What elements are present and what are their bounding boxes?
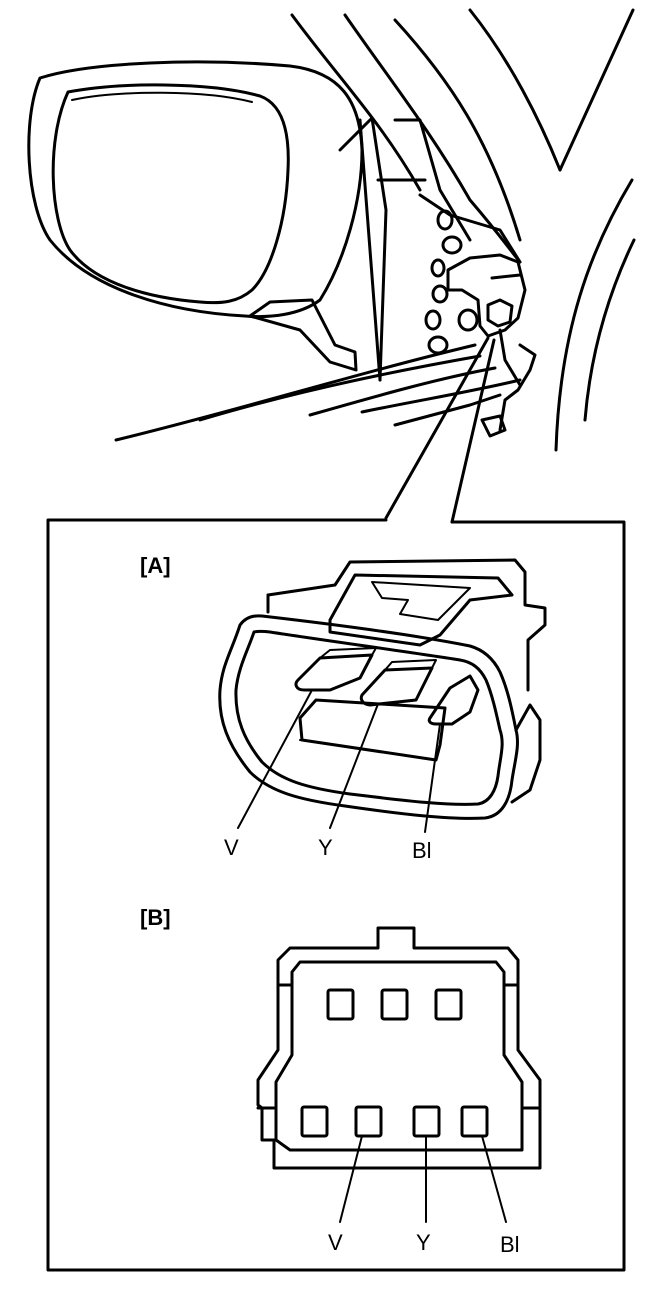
detail-leader-right xyxy=(450,338,496,524)
connector-a-shroud xyxy=(218,614,519,820)
cavity-b-y xyxy=(412,1105,441,1138)
detail-box xyxy=(46,518,626,1272)
cavity-b-v xyxy=(354,1105,383,1138)
mirror-glass xyxy=(51,83,290,305)
pin-label-b-bl: Bl xyxy=(500,1232,520,1257)
connector-latch xyxy=(328,573,514,647)
pin-label-a-v: V xyxy=(224,835,239,860)
pin-label-a-bl: Bl xyxy=(412,838,432,863)
cavity-b-bl xyxy=(460,1105,489,1138)
mirror-housing xyxy=(27,60,364,319)
pin-label-b-y: Y xyxy=(416,1230,431,1255)
section-a-label: [A] xyxy=(140,553,171,578)
connector-a-drawing xyxy=(218,558,547,833)
pin-label-a-y: Y xyxy=(318,835,333,860)
cavity-b-1 xyxy=(300,1105,329,1138)
mirror-illustration xyxy=(27,8,636,452)
pin-label-b-v: V xyxy=(328,1230,343,1255)
harness-connector xyxy=(446,253,527,338)
leader-b-bl xyxy=(481,1135,507,1223)
door-frame xyxy=(290,13,422,192)
section-b-label: [B] xyxy=(140,905,171,930)
pin-a-bl xyxy=(427,674,480,726)
leader-a-y xyxy=(329,703,379,829)
connector-b-outline xyxy=(256,926,542,1170)
pin-a-v xyxy=(294,653,374,692)
mirror-base xyxy=(248,298,358,372)
detail-leader-left xyxy=(384,336,490,520)
pin-a-y xyxy=(359,666,434,707)
leader-a-bl xyxy=(424,723,441,833)
leader-a-v xyxy=(237,689,313,829)
connector-b-drawing xyxy=(256,926,542,1223)
leader-b-v xyxy=(339,1135,363,1223)
